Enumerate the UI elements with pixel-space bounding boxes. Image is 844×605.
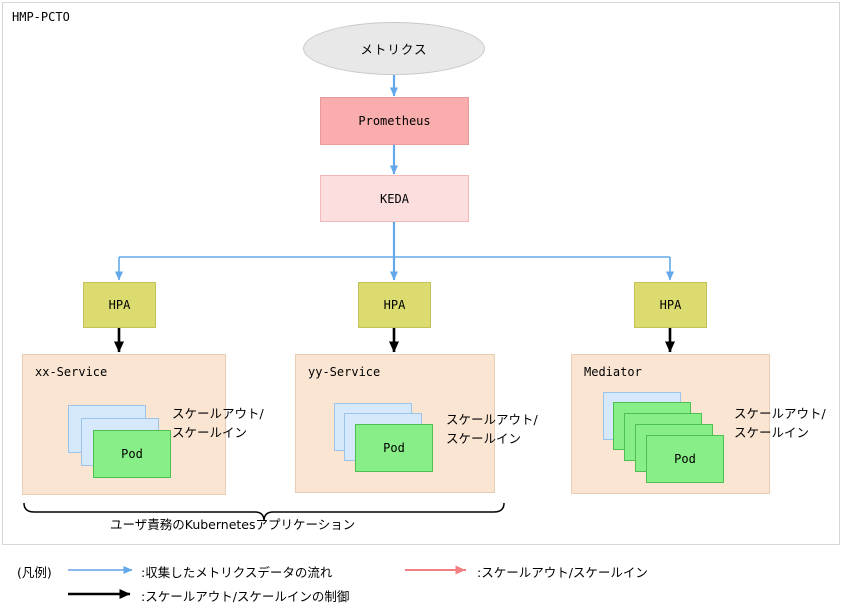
service-label-mediator: Mediator: [584, 365, 642, 379]
node-metrics[interactable]: メトリクス: [303, 22, 485, 75]
pod-label: Pod: [383, 441, 405, 455]
pod-label: Pod: [121, 447, 143, 461]
node-prometheus[interactable]: Prometheus: [320, 97, 469, 145]
service-container-xx-service[interactable]: xx-Service Pod: [22, 354, 226, 495]
service-container-mediator[interactable]: Mediator Pod: [571, 354, 770, 494]
legend-item-flow-text: :収集したメトリクスデータの流れ: [141, 565, 333, 580]
service-label-yy-service: yy-Service: [308, 365, 381, 379]
pod-primary-mediator[interactable]: Pod: [646, 435, 724, 483]
node-hpa-3[interactable]: HPA: [634, 282, 707, 328]
scale-label-line-2: スケールイン: [734, 425, 810, 440]
pod-label: Pod: [674, 452, 696, 466]
node-keda-label: KEDA: [380, 191, 409, 206]
scale-label-xx-service: スケールアウト/ スケールイン: [172, 404, 264, 442]
service-label-xx-service: xx-Service: [35, 365, 108, 379]
legend-item-scale-text: :スケールアウト/スケールイン: [477, 565, 648, 580]
pod-primary-xx-service[interactable]: Pod: [93, 430, 171, 478]
scale-label-line-1: スケールアウト/: [446, 412, 538, 427]
legend-item-control-text: :スケールアウト/スケールインの制御: [141, 589, 350, 604]
node-hpa-1[interactable]: HPA: [83, 282, 156, 328]
legend-title: (凡例): [17, 565, 52, 580]
node-metrics-label: メトリクス: [360, 42, 428, 57]
node-hpa-2-label: HPA: [383, 298, 406, 312]
scale-label-line-1: スケールアウト/: [172, 406, 264, 421]
scope-bracket-label: ユーザ責務のKubernetesアプリケーション: [110, 517, 356, 532]
page-title: HMP-PCTO: [12, 10, 70, 24]
scale-label-line-2: スケールイン: [446, 431, 522, 446]
node-hpa-2[interactable]: HPA: [358, 282, 431, 328]
node-hpa-3-label: HPA: [659, 298, 682, 312]
service-container-yy-service[interactable]: yy-Service Pod: [295, 354, 495, 493]
scale-label-mediator: スケールアウト/ スケールイン: [734, 404, 826, 442]
scale-label-yy-service: スケールアウト/ スケールイン: [446, 410, 538, 448]
node-hpa-1-label: HPA: [108, 298, 131, 312]
node-prometheus-label: Prometheus: [358, 114, 431, 128]
node-keda[interactable]: KEDA: [320, 175, 469, 222]
scale-label-line-1: スケールアウト/: [734, 406, 826, 421]
pod-primary-yy-service[interactable]: Pod: [355, 424, 433, 472]
scale-label-line-2: スケールイン: [172, 425, 248, 440]
